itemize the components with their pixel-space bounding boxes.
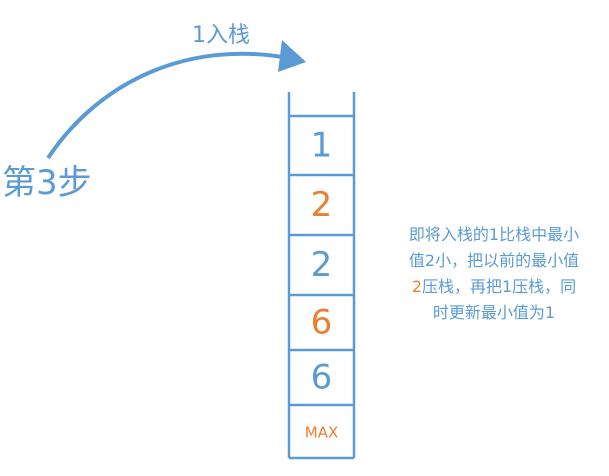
description-line-4: 时更新最小值为1 [432,303,556,322]
stack-cell-value: 6 [311,303,333,343]
stack-cell-value: 2 [311,245,333,285]
stack-cell-value: 6 [311,358,333,398]
stack-cell-value: 1 [311,126,333,166]
description-line-2: 值2小，把以前的最小值 [408,251,580,270]
push-arrow-head [278,40,306,72]
description-line-3-rest: 压栈，再把1压栈，同 [422,277,577,296]
description-highlight: 2 [411,277,422,296]
push-arrow-curve [46,51,289,160]
push-label: 1入栈 [192,23,250,48]
description-line-3: 2压栈，再把1压栈，同 [378,274,609,300]
description-line-1: 即将入栈的1比栈中最小 [408,225,580,244]
stack-cell-value: 2 [311,185,333,225]
description-text: 即将入栈的1比栈中最小 值2小，把以前的最小值 2压栈，再把1压栈，同 时更新最… [378,222,609,326]
stack-cell-value: MAX [305,424,338,442]
step-label: 第3步 [2,163,92,203]
